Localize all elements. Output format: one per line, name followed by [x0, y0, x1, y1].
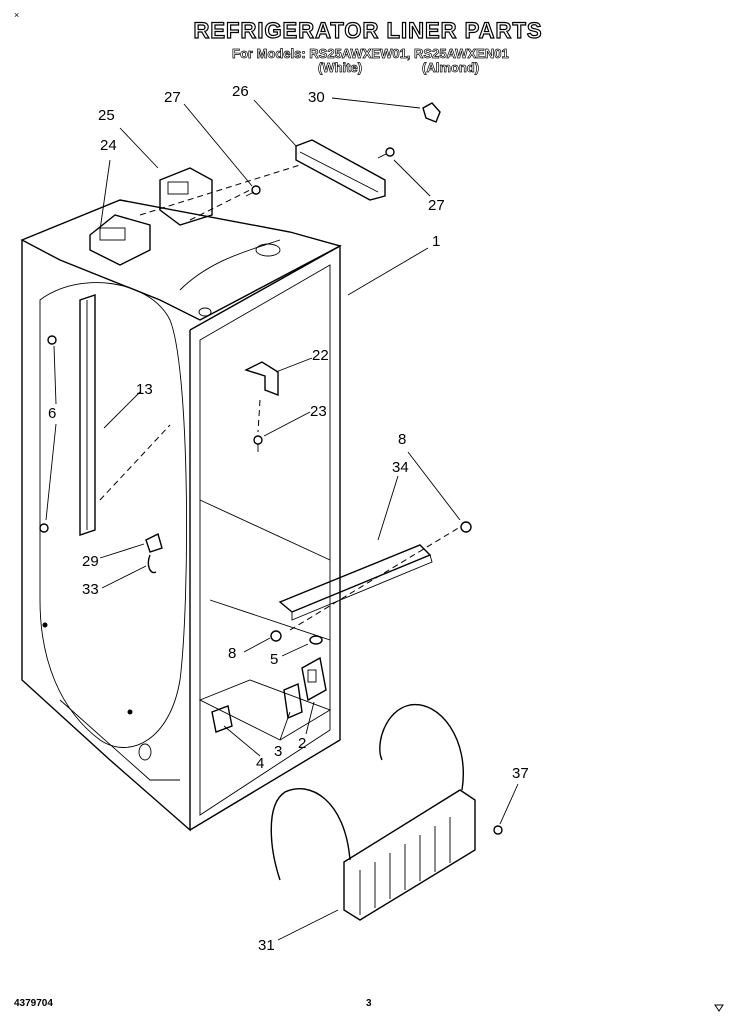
callout-1: 1: [432, 233, 441, 250]
part-34-cover: [278, 544, 433, 621]
screw-8-left: [270, 630, 282, 642]
callout-26: 26: [232, 83, 249, 100]
part-5-nut: [309, 635, 323, 645]
callout-3: 3: [274, 743, 283, 760]
callout-13: 13: [136, 381, 153, 398]
callout-24: 24: [100, 137, 117, 154]
page-number: 3: [366, 998, 372, 1009]
part-23-screw: [253, 435, 263, 452]
callout-27-right: 27: [428, 197, 445, 214]
callout-33: 33: [82, 581, 99, 598]
part-25-bracket: [159, 167, 213, 226]
screw-27-right: [377, 147, 395, 159]
callout-25: 25: [98, 107, 115, 124]
callout-6: 6: [48, 405, 57, 422]
callout-22: 22: [312, 347, 329, 364]
callout-27-top: 27: [164, 89, 181, 106]
screw-8-right: [460, 521, 472, 533]
part-31-basket: [270, 703, 476, 921]
page-corner-mark: [714, 1004, 724, 1012]
callout-4: 4: [256, 755, 265, 772]
almond-label: (Almond): [422, 60, 480, 76]
callout-37: 37: [512, 765, 529, 782]
callout-5: 5: [270, 651, 279, 668]
part-13-rail: [79, 294, 96, 536]
callout-31: 31: [258, 937, 275, 954]
screw-6-top: [47, 335, 57, 345]
screw-6-bottom: [39, 523, 49, 533]
part-30-clip: [422, 102, 441, 123]
liner-body: [20, 199, 342, 832]
screw-37: [493, 825, 503, 835]
callout-8-left: 8: [228, 645, 237, 662]
callout-30: 30: [308, 89, 325, 106]
part-29-clip: [145, 532, 163, 553]
models-line: For Models: RS25AWXEW01, RS25AWXEN01: [232, 46, 509, 62]
corner-mark: ×: [14, 10, 20, 20]
callout-29: 29: [82, 553, 99, 570]
callout-23: 23: [310, 403, 327, 420]
callout-34: 34: [392, 459, 409, 476]
part-2-hinge: [301, 656, 327, 702]
doc-number: 4379704: [14, 998, 53, 1009]
white-label: (White): [318, 60, 363, 76]
part-3-bracket: [283, 682, 303, 720]
callout-8-right: 8: [398, 431, 407, 448]
part-24-bracket: [89, 214, 151, 266]
page-title: REFRIGERATOR LINER PARTS: [193, 17, 543, 43]
part-22-bracket: [244, 361, 279, 397]
part-4-block: [211, 705, 233, 733]
part-33-spring: [147, 554, 157, 574]
part-26-channel: [295, 139, 386, 201]
screw-27-left: [245, 185, 261, 197]
callout-2: 2: [298, 735, 307, 752]
leader-lines: [45, 97, 519, 941]
